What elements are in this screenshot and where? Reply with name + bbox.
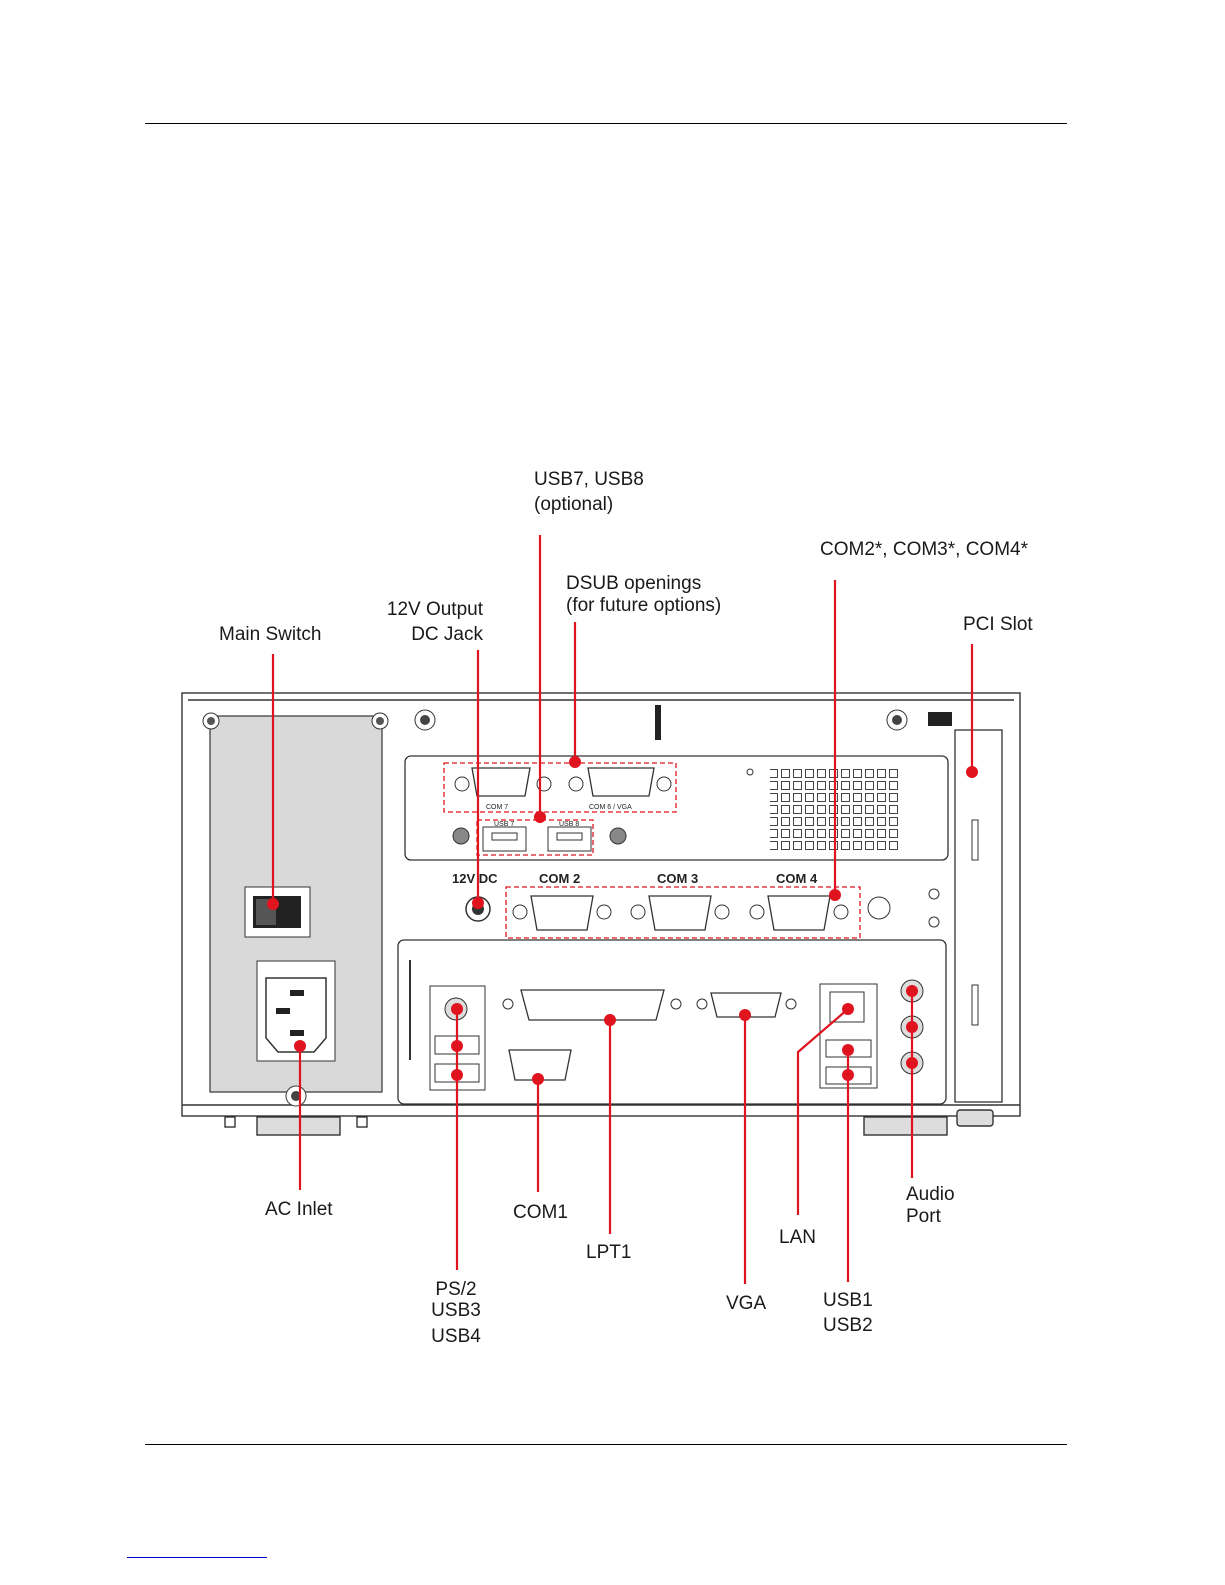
lower-io-panel	[398, 940, 946, 1104]
chassis-screws	[415, 705, 952, 740]
com3-port	[631, 896, 729, 930]
marking-com-top-left: COM 7	[486, 804, 508, 811]
com2-port	[513, 896, 611, 930]
label-12v-output-line2: DC Jack	[411, 624, 483, 645]
label-lpt1: LPT1	[586, 1242, 631, 1263]
label-main-switch: Main Switch	[219, 624, 321, 645]
marking-usb-left: USB 7	[494, 821, 514, 828]
foot-left	[257, 1117, 340, 1135]
label-ps2: PS/2	[435, 1279, 476, 1300]
label-dsub-openings-line2: (for future options)	[566, 595, 721, 616]
label-usb7-usb8-line1: USB7, USB8	[534, 469, 644, 490]
label-audio-port-line2: Port	[906, 1206, 942, 1227]
lpt1-port	[521, 990, 664, 1020]
label-usb2: USB2	[823, 1315, 873, 1336]
com4-port	[750, 896, 848, 930]
label-lan: LAN	[779, 1227, 816, 1248]
label-com2-com3-com4: COM2*, COM3*, COM4*	[820, 539, 1029, 560]
marking-12v-dc: 12V DC	[452, 871, 498, 886]
label-ac-inlet: AC Inlet	[265, 1199, 333, 1220]
label-usb1: USB1	[823, 1290, 873, 1311]
label-pci-slot: PCI Slot	[963, 614, 1033, 635]
pci-slot-bracket	[955, 730, 1002, 1102]
marking-usb-right: USB 8	[559, 821, 579, 828]
marking-com-top-right: COM 6 / VGA	[589, 804, 632, 811]
label-vga: VGA	[726, 1293, 766, 1314]
foot-right	[864, 1117, 947, 1135]
label-com1: COM1	[513, 1202, 568, 1223]
com-port-row: 12V DC COM 2 COM 3 COM 4	[452, 871, 939, 938]
label-usb4: USB4	[431, 1326, 481, 1347]
marking-com2: COM 2	[539, 871, 580, 886]
label-audio-port-line1: Audio	[906, 1184, 955, 1205]
marking-com4: COM 4	[776, 871, 818, 886]
label-usb3: USB3	[431, 1300, 481, 1321]
upper-expansion-bracket: COM 7 COM 6 / VGA USB 7 USB 8	[405, 756, 948, 860]
label-12v-output-line1: 12V Output	[387, 599, 484, 620]
marking-com3: COM 3	[657, 871, 698, 886]
label-dsub-openings-line1: DSUB openings	[566, 573, 701, 594]
label-usb7-usb8-line2: (optional)	[534, 494, 613, 515]
